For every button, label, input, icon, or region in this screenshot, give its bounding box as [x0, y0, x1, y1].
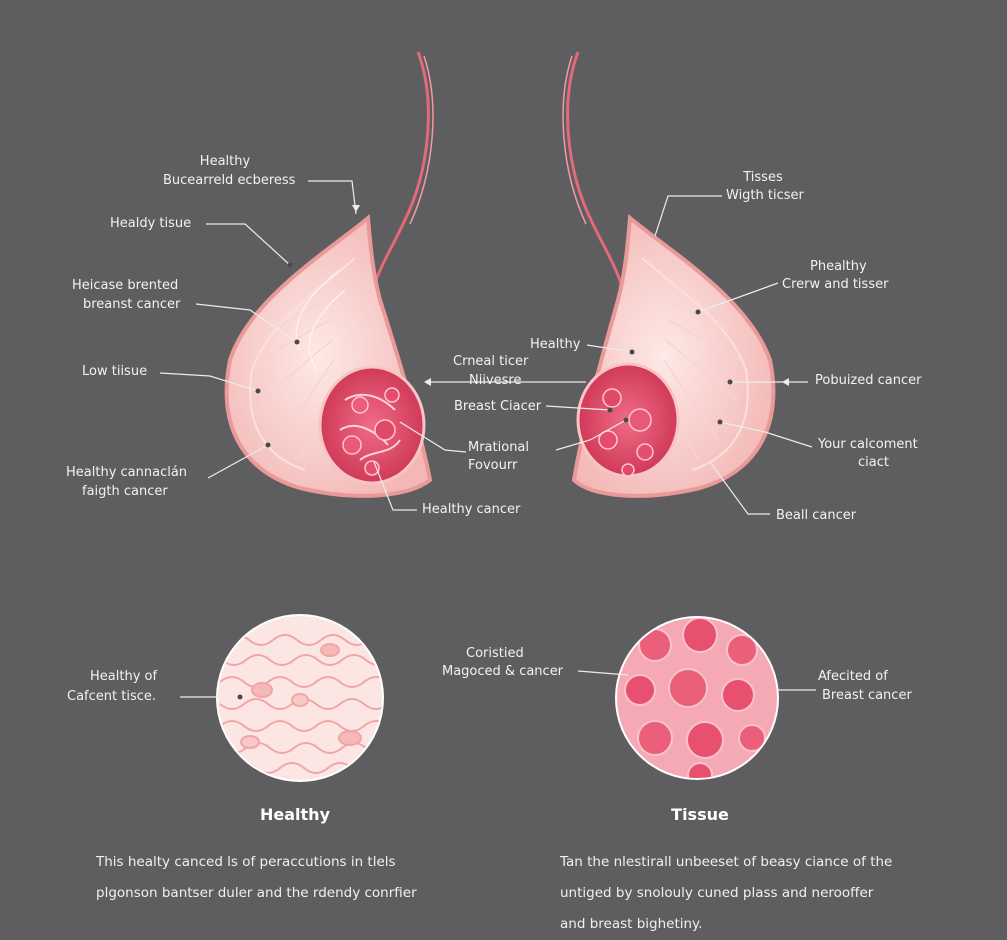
- label-healthy-top: Healthy: [199, 154, 251, 169]
- label-circle-affected-1: Afecited of: [818, 669, 888, 684]
- label-mid-healthy: Healthy: [530, 337, 581, 352]
- label-circle-consist-2: Magoced & cancer: [442, 664, 564, 679]
- paragraph-right-line-3: and breast bighetiny.: [560, 916, 703, 932]
- paragraph-left-line-1: This healty canced ls of peraccutions in…: [96, 854, 396, 870]
- label-mid-mrational-2: Fovourr: [468, 458, 518, 473]
- label-mid-mrational-1: Mrational: [468, 440, 530, 455]
- paragraph-left: This healty canced ls of peraccutions in…: [96, 847, 417, 909]
- cancer-cells-circle: [615, 616, 779, 780]
- label-circle-healthy-2: Cafcent tisce.: [67, 689, 156, 704]
- leader-dots: [237, 262, 733, 700]
- left-breast-section: [224, 214, 433, 498]
- label-healthy-conn-2: faigth cancer: [82, 484, 168, 499]
- label-buccal: Bucearreld ecberess: [163, 173, 296, 188]
- label-circle-consist-1: Coristied: [466, 646, 524, 661]
- left-duct: [370, 51, 430, 297]
- arrowheads: [352, 205, 789, 386]
- label-right-beall: Beall cancer: [776, 508, 857, 523]
- paragraph-right-line-1: Tan the nlestirall unbeeset of beasy cia…: [560, 854, 893, 870]
- right-duct-inner: [562, 55, 587, 225]
- label-right-phealthy-1: Phealthy: [810, 259, 867, 274]
- left-duct-inner: [409, 55, 434, 225]
- label-circle-healthy-1: Healthy of: [90, 669, 158, 684]
- right-breast-section: [571, 214, 776, 498]
- caption-tissue: Tissue: [671, 805, 729, 824]
- label-mid-nivesre: Niivesre: [469, 373, 522, 388]
- label-heicase-2: breanst cancer: [83, 297, 181, 312]
- leader-lines: [159, 180, 816, 698]
- label-healthy-tissue: Healdy tisue: [110, 216, 192, 231]
- label-right-your-2: ciact: [858, 455, 889, 470]
- label-right-your-1: Your calcoment: [818, 437, 918, 452]
- paragraph-right: Tan the nlestirall unbeeset of beasy cia…: [560, 847, 892, 940]
- label-heicase-1: Heicase brented: [72, 278, 179, 293]
- label-low-tissue: Low tiisue: [82, 364, 148, 379]
- right-duct: [566, 51, 626, 297]
- healthy-cells-circle: [216, 614, 384, 782]
- label-mid-breast: Breast Ciacer: [454, 399, 542, 414]
- caption-healthy: Healthy: [260, 805, 330, 824]
- label-right-tisses-2: Wigth ticser: [726, 188, 804, 203]
- paragraph-right-line-2: untiged by snolouly cuned plass and nero…: [560, 885, 874, 901]
- label-right-pobuized: Pobuized cancer: [815, 373, 922, 388]
- paragraph-left-line-2: plgonson bantser duler and the rdendy co…: [96, 885, 417, 901]
- label-healthy-cancer: Healthy cancer: [422, 502, 521, 517]
- label-healthy-conn-1: Healthy cannaclán: [66, 465, 188, 480]
- label-circle-affected-2: Breast cancer: [822, 688, 912, 703]
- label-right-phealthy-2: Crerw and tisser: [782, 277, 889, 292]
- label-mid-cmeal: Crneal ticer: [453, 354, 529, 369]
- label-right-tisses-1: Tisses: [743, 170, 783, 185]
